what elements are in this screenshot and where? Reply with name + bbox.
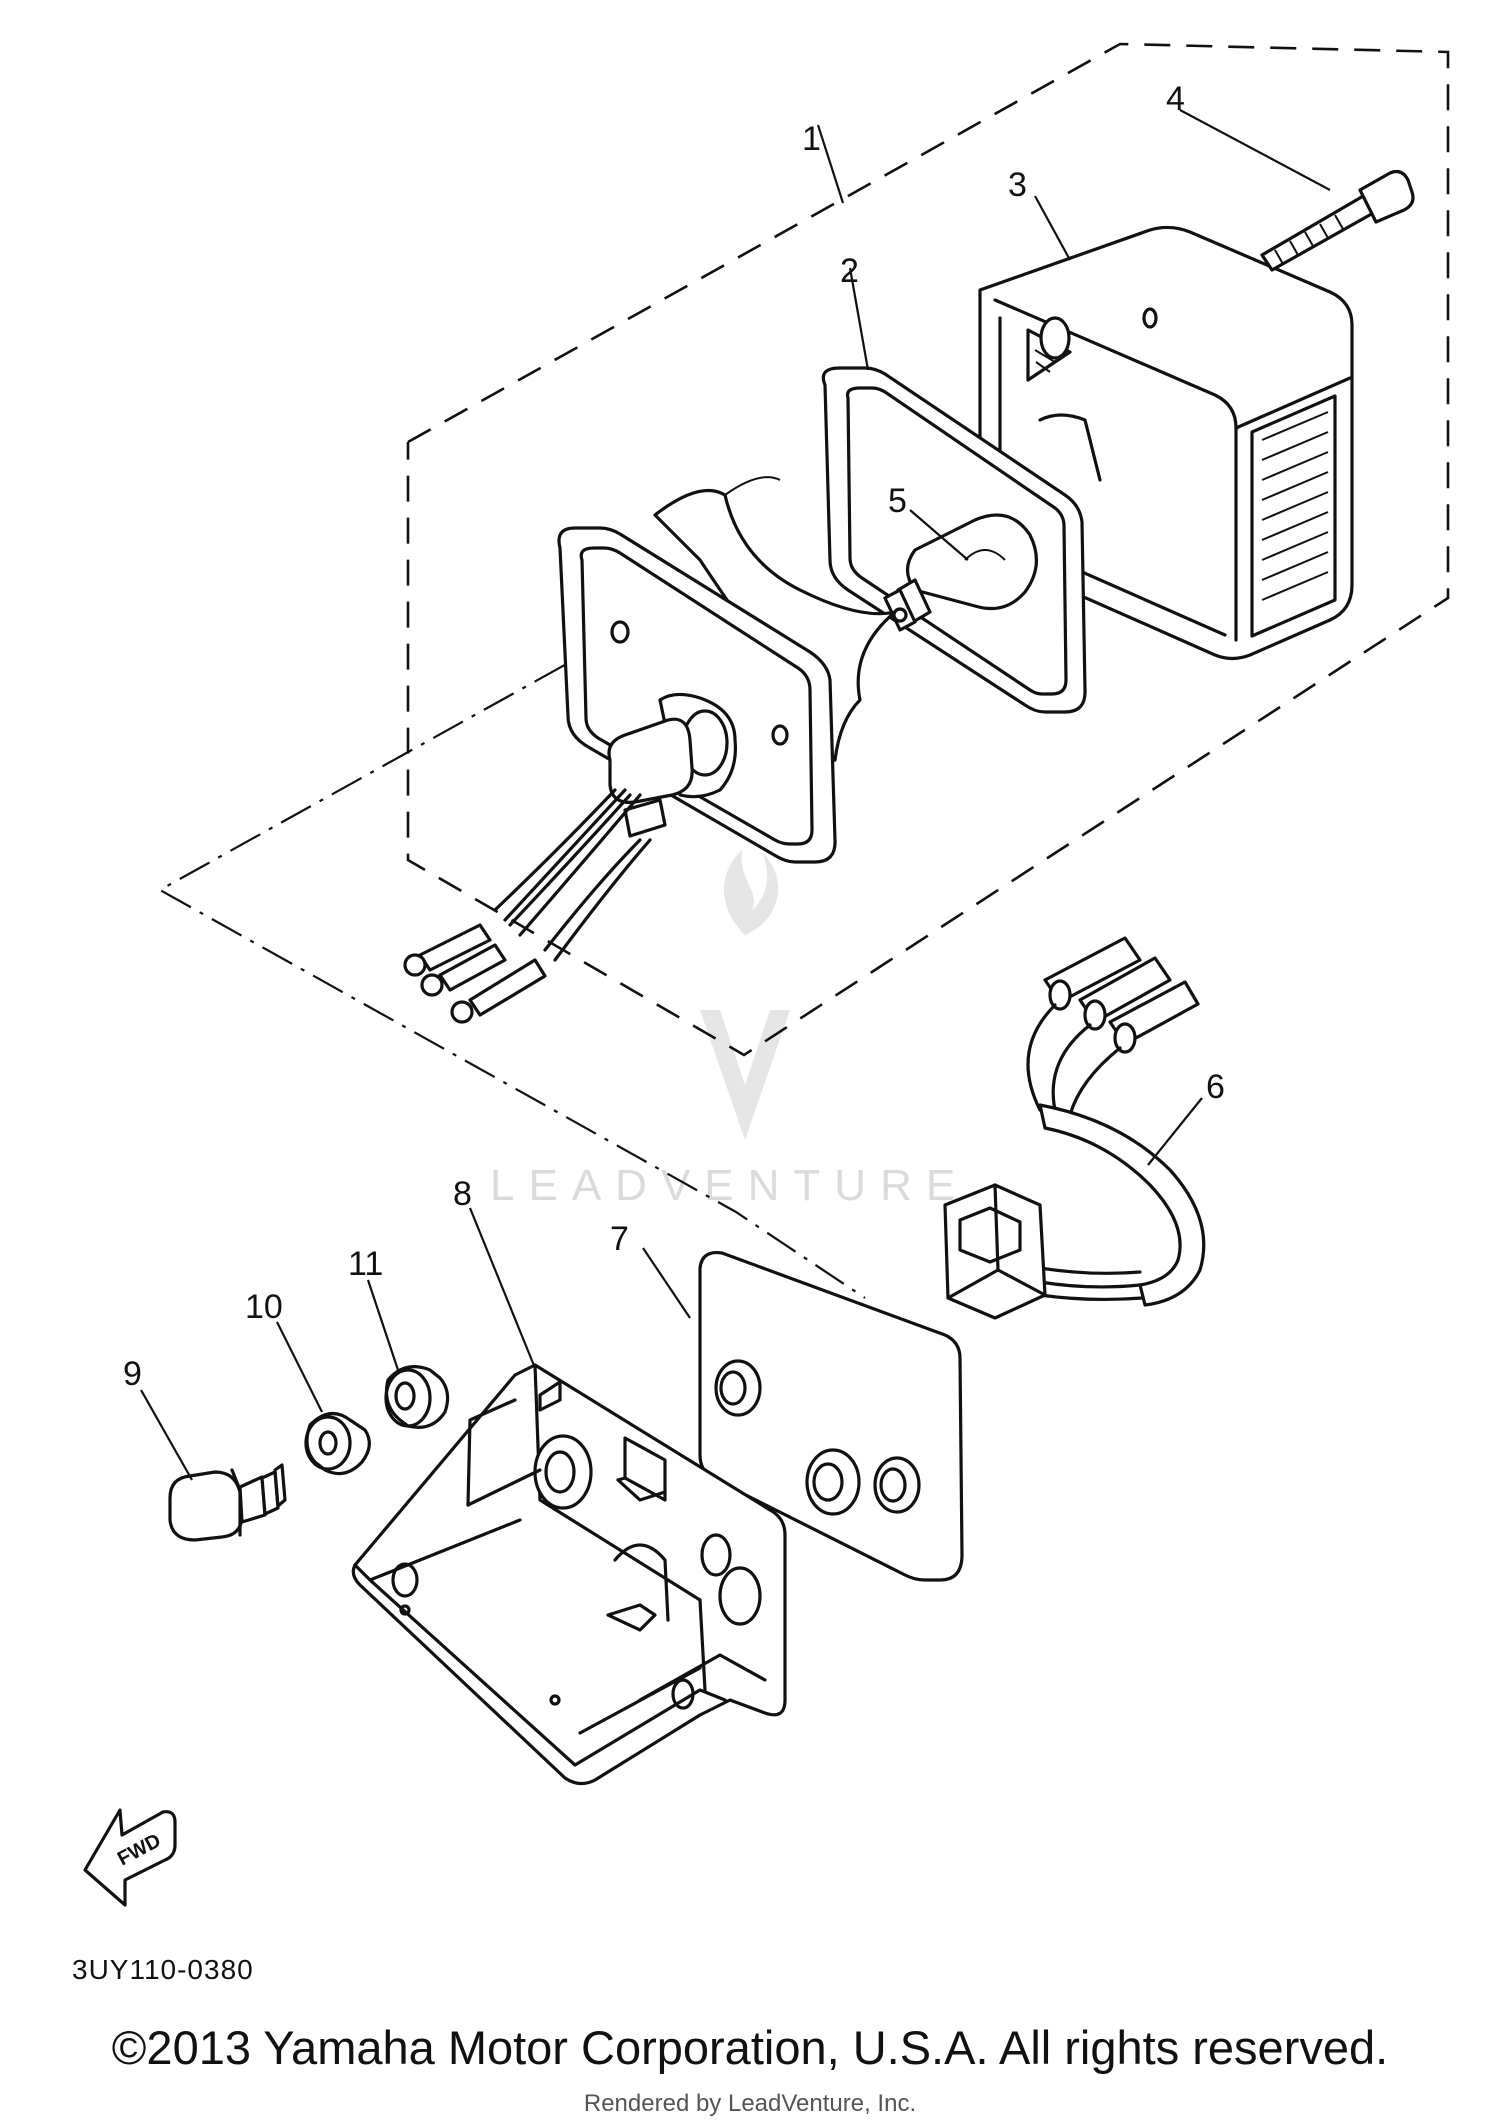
fwd-arrow-icon: FWD: [83, 1808, 177, 1907]
watermark-logo: LEADVENTURE: [490, 850, 969, 1210]
copyright-notice: ©2013 Yamaha Motor Corporation, U.S.A. A…: [111, 2021, 1389, 2074]
callout-10: 10: [245, 1288, 283, 1326]
callout-9: 9: [123, 1355, 142, 1393]
callout-8: 8: [453, 1175, 472, 1213]
rendered-by-notice: Rendered by LeadVenture, Inc.: [583, 2090, 917, 2117]
part-lamp-base: [557, 526, 837, 864]
diagram-code: 3UY110-0380: [72, 1954, 254, 1985]
callout-11: 11: [348, 1245, 383, 1283]
part-wires: [403, 788, 652, 1024]
part-bulb: [883, 513, 1038, 632]
callout-3: 3: [1008, 166, 1027, 204]
part-bracket: [351, 1363, 787, 1786]
callout-7: 7: [610, 1220, 629, 1258]
part-bolt: [168, 1463, 287, 1542]
callout-4: 4: [1166, 80, 1185, 118]
part-grommet-11: [384, 1365, 450, 1429]
part-plate: [698, 1250, 964, 1582]
callout-labels: 1 2 3 4 5 6 7 8 9 10 11: [123, 80, 1225, 1393]
callout-5: 5: [888, 482, 907, 520]
part-washer-10: [304, 1412, 371, 1476]
assembly-outline: [406, 42, 1450, 1057]
leader-lines: [140, 109, 1331, 1481]
callout-2: 2: [840, 252, 859, 290]
part-wire-harness: [943, 936, 1206, 1320]
callout-6: 6: [1206, 1068, 1225, 1106]
watermark-text: LEADVENTURE: [490, 1161, 969, 1210]
callout-1: 1: [802, 120, 821, 158]
part-screw: [1260, 169, 1415, 272]
